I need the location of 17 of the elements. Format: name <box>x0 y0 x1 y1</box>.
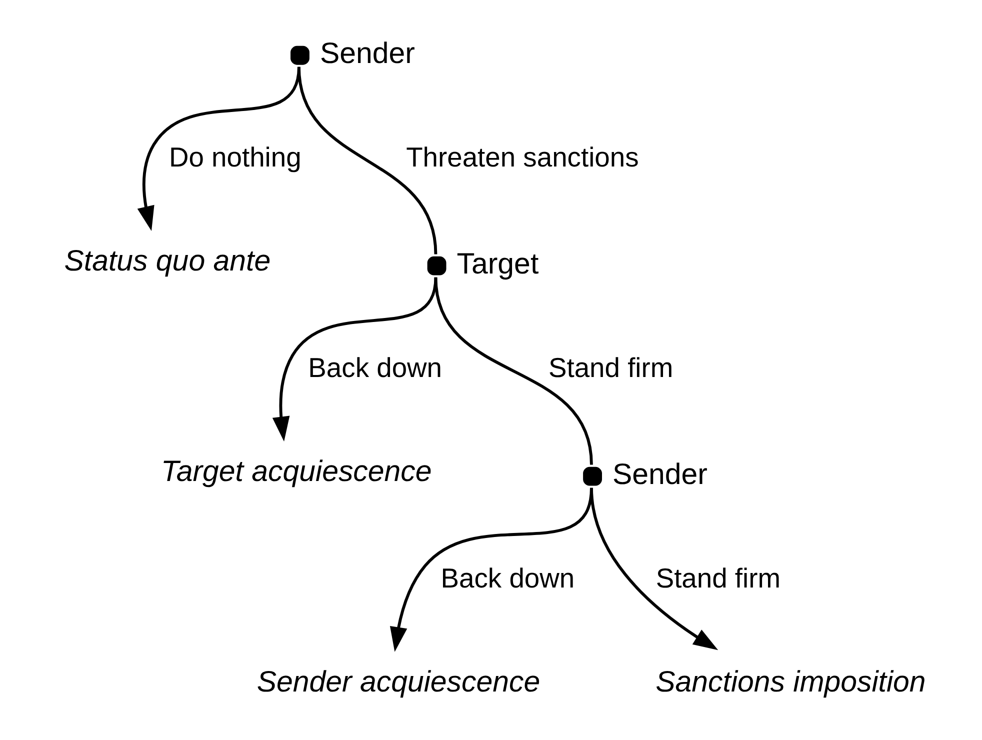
node-text: Target acquiescence <box>160 454 432 488</box>
edge-label: Do nothing <box>168 142 301 173</box>
edge-label: Back down <box>308 352 442 384</box>
arrow <box>590 488 718 650</box>
edge-label: Stand firm <box>548 352 673 384</box>
node-text: Sanctions imposition <box>655 665 926 698</box>
connector <box>434 277 592 465</box>
node-label: Sender <box>612 458 707 492</box>
node-text: Sender acquiescence <box>256 665 540 698</box>
node-text: Status quo ante <box>64 244 270 278</box>
node-label: Target <box>456 248 538 281</box>
edge-label: Stand firm <box>655 562 780 594</box>
edge-label: Back down <box>440 562 574 594</box>
node-label: Sender <box>319 37 414 70</box>
edge-label: Threaten sanctions <box>406 142 638 173</box>
connector <box>296 66 437 254</box>
arrow <box>272 277 437 442</box>
